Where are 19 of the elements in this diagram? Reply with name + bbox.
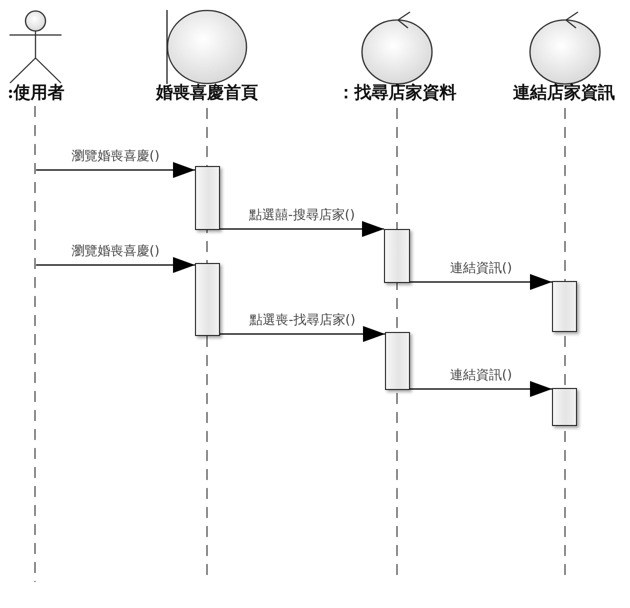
activation-bar — [195, 263, 220, 336]
activation-bar — [552, 388, 577, 426]
lifeline — [34, 106, 36, 582]
message-arrow — [220, 326, 385, 342]
participant-label: ：找尋店家資料 — [336, 83, 458, 103]
participant-label: 連結店家資訊 — [512, 83, 616, 103]
activation-bar — [195, 166, 220, 230]
activation-bar — [384, 229, 410, 283]
message-arrow — [410, 381, 552, 397]
message-arrow — [36, 162, 195, 178]
message-label: 點選喪-找尋店家() — [248, 313, 358, 329]
message-label: 點選囍-搜尋店家() — [247, 208, 357, 224]
participant-label: :使用者 — [6, 83, 66, 103]
message-arrow — [36, 257, 195, 273]
message-arrow — [220, 221, 384, 237]
activation-bar — [552, 281, 577, 332]
activation-bar — [385, 332, 410, 390]
message-arrow — [410, 274, 552, 290]
participant-label: 婚喪喜慶首頁 — [154, 83, 259, 103]
